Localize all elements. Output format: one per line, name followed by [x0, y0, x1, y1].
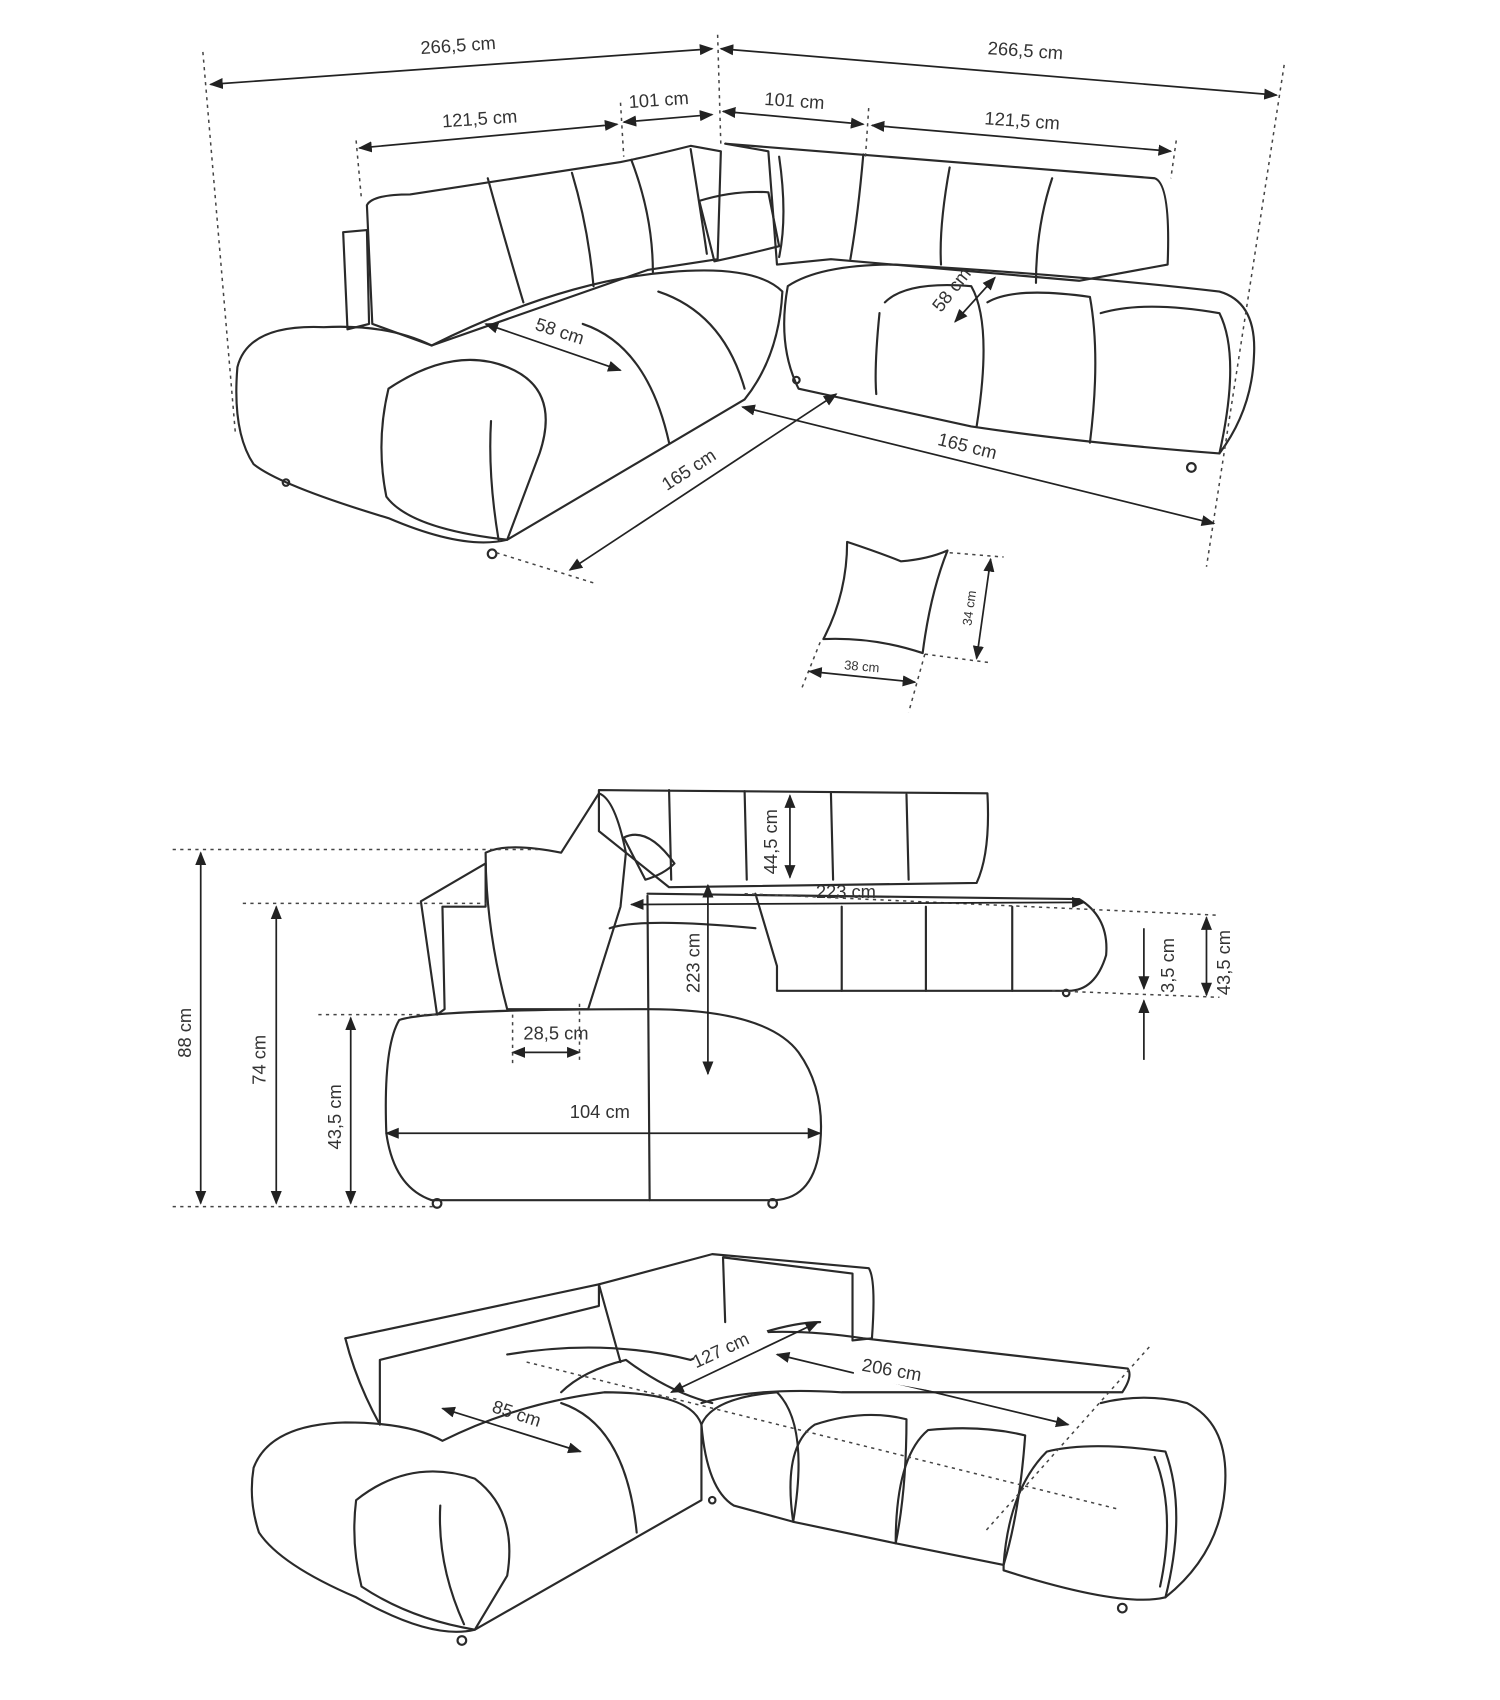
front-small-pillow [622, 833, 676, 881]
dim-length-back: 223 cm [816, 881, 876, 902]
dim-seat-height-left: 43,5 cm [324, 1084, 345, 1149]
dim-length-side: 223 cm [682, 933, 703, 993]
dim-back-height: 74 cm [248, 1035, 269, 1085]
small-pillow [698, 190, 781, 263]
dim-cushion-height: 44,5 cm [760, 809, 781, 874]
dim-width-left: 266,5 cm [420, 32, 497, 58]
dim-corner-right: 101 cm [764, 88, 825, 113]
dim-depth-left: 165 cm [658, 444, 720, 494]
dim-width-right: 266,5 cm [987, 37, 1064, 63]
dim-seat-height-right: 43,5 cm [1213, 930, 1234, 995]
pillow-drawing [800, 540, 1004, 713]
front-view-sofa [384, 789, 1108, 1209]
dim-chaise-depth: 104 cm [570, 1101, 630, 1122]
bed-dimension-lines [441, 1321, 1150, 1534]
dim-pillow-height: 34 cm [959, 590, 979, 627]
dim-pillow-width: 38 cm [844, 657, 880, 675]
dim-back-left: 121,5 cm [441, 105, 518, 131]
top-dimension-lines [202, 34, 1285, 584]
dim-leg-height: 3,5 cm [1157, 938, 1178, 993]
dim-corner-left: 101 cm [628, 87, 689, 112]
dim-back-right: 121,5 cm [984, 107, 1061, 133]
dim-armrest-width: 28,5 cm [523, 1022, 588, 1043]
dim-total-height: 88 cm [174, 1008, 195, 1058]
bed-mode-sofa [250, 1253, 1227, 1646]
front-dimension-lines [172, 794, 1220, 1208]
